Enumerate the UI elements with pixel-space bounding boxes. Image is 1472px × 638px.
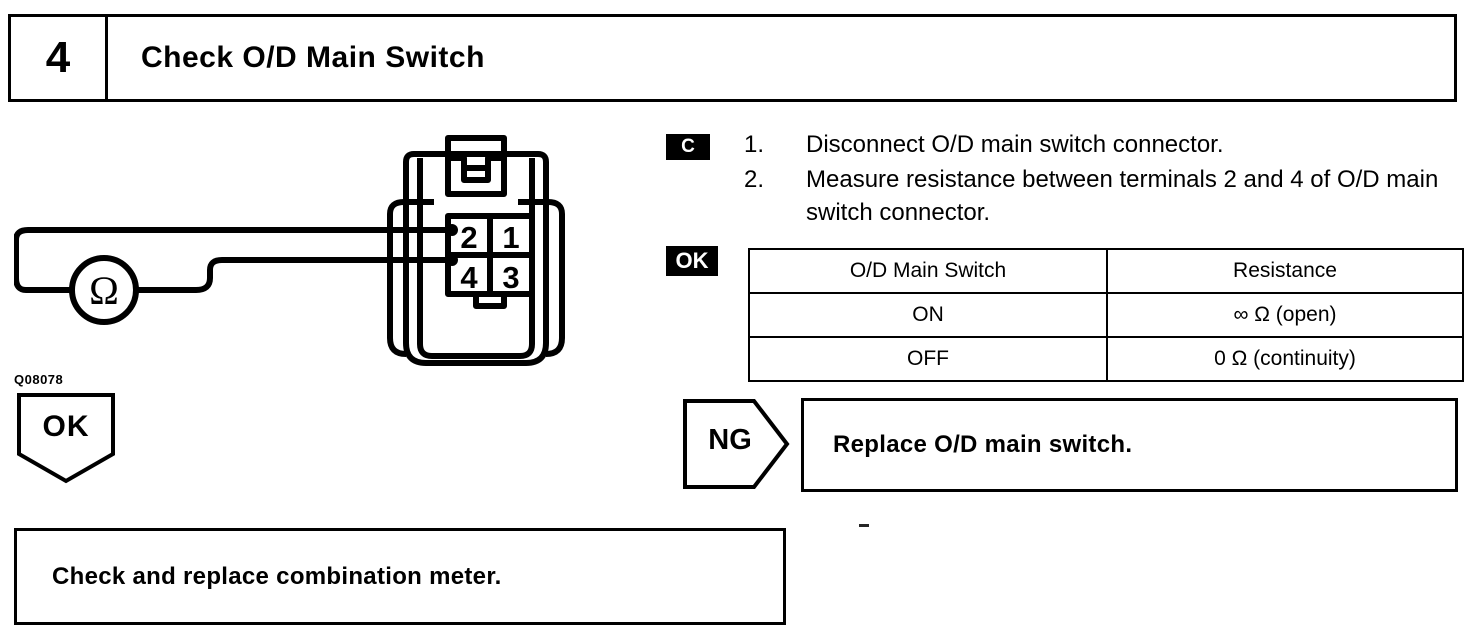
connector-marker-badge: C [666, 134, 710, 160]
ng-pentagon-shape [683, 399, 790, 489]
probe-dot-terminal-4 [446, 254, 458, 266]
resistance-spec-table: O/D Main Switch Resistance ON ∞ Ω (open)… [748, 248, 1464, 382]
table-cell-resistance-value: ∞ Ω (open) [1106, 292, 1464, 338]
instruction-item: 2. Measure resistance between terminals … [744, 163, 1464, 229]
table-row: OFF 0 Ω (continuity) [748, 336, 1464, 382]
instruction-text: Measure resistance between terminals 2 a… [806, 166, 1439, 226]
instruction-item: 1. Disconnect O/D main switch connector. [744, 128, 1464, 161]
figure-code: Q08078 [14, 372, 64, 387]
instruction-number: 2. [744, 166, 765, 193]
connector-right-flank [545, 214, 565, 357]
ok-branch-label: OK [42, 410, 90, 443]
connector-lock-tab-upper [448, 155, 504, 171]
step-number: 4 [45, 33, 71, 82]
table-header-resistance: Resistance [1106, 248, 1464, 294]
step-title-cell: Check O/D Main Switch [108, 17, 1454, 99]
ng-action-text: Replace O/D main switch. [833, 431, 1133, 458]
connector-bottom-notch [473, 294, 507, 309]
ok-pentagon-shape [17, 393, 115, 484]
connector-left-shoulder [387, 199, 434, 215]
ok-spec-badge: OK [666, 246, 718, 276]
instruction-number: 1. [744, 131, 765, 158]
table-row: ON ∞ Ω (open) [748, 292, 1464, 338]
probe-dot-terminal-2 [446, 224, 458, 236]
terminal-label-2: 2 [460, 220, 477, 255]
connector-outer-housing [403, 151, 549, 366]
connector-measurement-figure: Ω 2 1 4 3 [14, 118, 634, 388]
connector-diagram-svg: Ω 2 1 4 3 [14, 135, 565, 366]
connector-right-shoulder [518, 199, 565, 215]
terminal-label-3: 3 [502, 260, 519, 295]
ng-action-box: Replace O/D main switch. [801, 398, 1458, 492]
table-cell-switch-state: ON [748, 292, 1108, 338]
scan-artifact [859, 524, 869, 527]
connector-inner-shell [417, 158, 535, 359]
table-cell-resistance-value: 0 Ω (continuity) [1106, 336, 1464, 382]
instruction-text: Disconnect O/D main switch connector. [806, 131, 1224, 158]
terminal-label-1: 1 [502, 220, 519, 255]
table-header-row: O/D Main Switch Resistance [748, 248, 1464, 294]
ok-result-box: Check and replace combination meter. [14, 528, 786, 625]
step-number-cell: 4 [11, 17, 108, 99]
meter-lead-lower-to-terminal-4 [136, 257, 448, 293]
instructions-list: 1. Disconnect O/D main switch connector.… [744, 128, 1464, 231]
ng-branch-arrow: NG [682, 398, 794, 490]
step-header: 4 Check O/D Main Switch [8, 14, 1457, 102]
ok-branch-arrow: OK [16, 392, 116, 484]
connector-lock-tab-lower [461, 168, 491, 183]
ohm-symbol: Ω [89, 268, 119, 313]
meter-lead-upper-to-terminal-2 [14, 227, 448, 293]
ok-result-text: Check and replace combination meter. [52, 562, 502, 590]
ng-branch-label: NG [708, 424, 752, 456]
connector-lock-tab-frame [445, 135, 507, 197]
table-cell-switch-state: OFF [748, 336, 1108, 382]
connector-left-flank [387, 214, 407, 357]
terminal-label-4: 4 [460, 260, 478, 295]
table-header-switch: O/D Main Switch [748, 248, 1108, 294]
step-title: Check O/D Main Switch [141, 41, 485, 74]
